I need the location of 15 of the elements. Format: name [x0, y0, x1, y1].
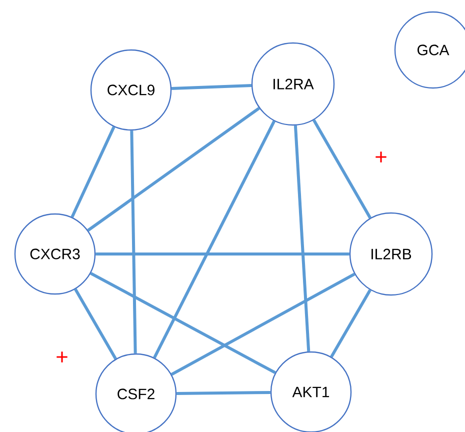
edge-line — [130, 130, 137, 354]
edge-line — [70, 126, 116, 218]
edge-line — [74, 288, 117, 360]
edge-line — [87, 106, 260, 232]
edge-line — [96, 252, 350, 256]
plus-sign: + — [376, 152, 386, 162]
edge-line — [330, 289, 372, 358]
edge-line — [170, 272, 356, 376]
edge-line — [172, 84, 252, 90]
edge-line — [90, 272, 276, 374]
plus-sign: + — [56, 352, 68, 362]
edge-line — [294, 125, 310, 352]
edge-line — [176, 390, 270, 396]
edge-line — [153, 120, 276, 358]
edge-line — [312, 119, 372, 219]
